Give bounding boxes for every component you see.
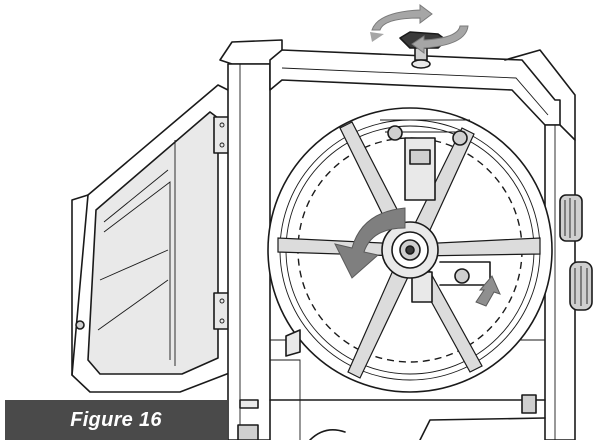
up-arrow-icon	[475, 275, 501, 307]
lower-left-bracket	[285, 329, 301, 357]
right-side-knob-upper	[559, 194, 583, 242]
open-door	[71, 84, 233, 393]
curved-arrow-icon	[334, 207, 406, 279]
figure-caption: Figure 16	[5, 400, 227, 440]
right-side-knob-lower	[569, 261, 593, 311]
upper-wheel	[267, 107, 553, 393]
rotation-arrows-icon	[370, 4, 469, 54]
